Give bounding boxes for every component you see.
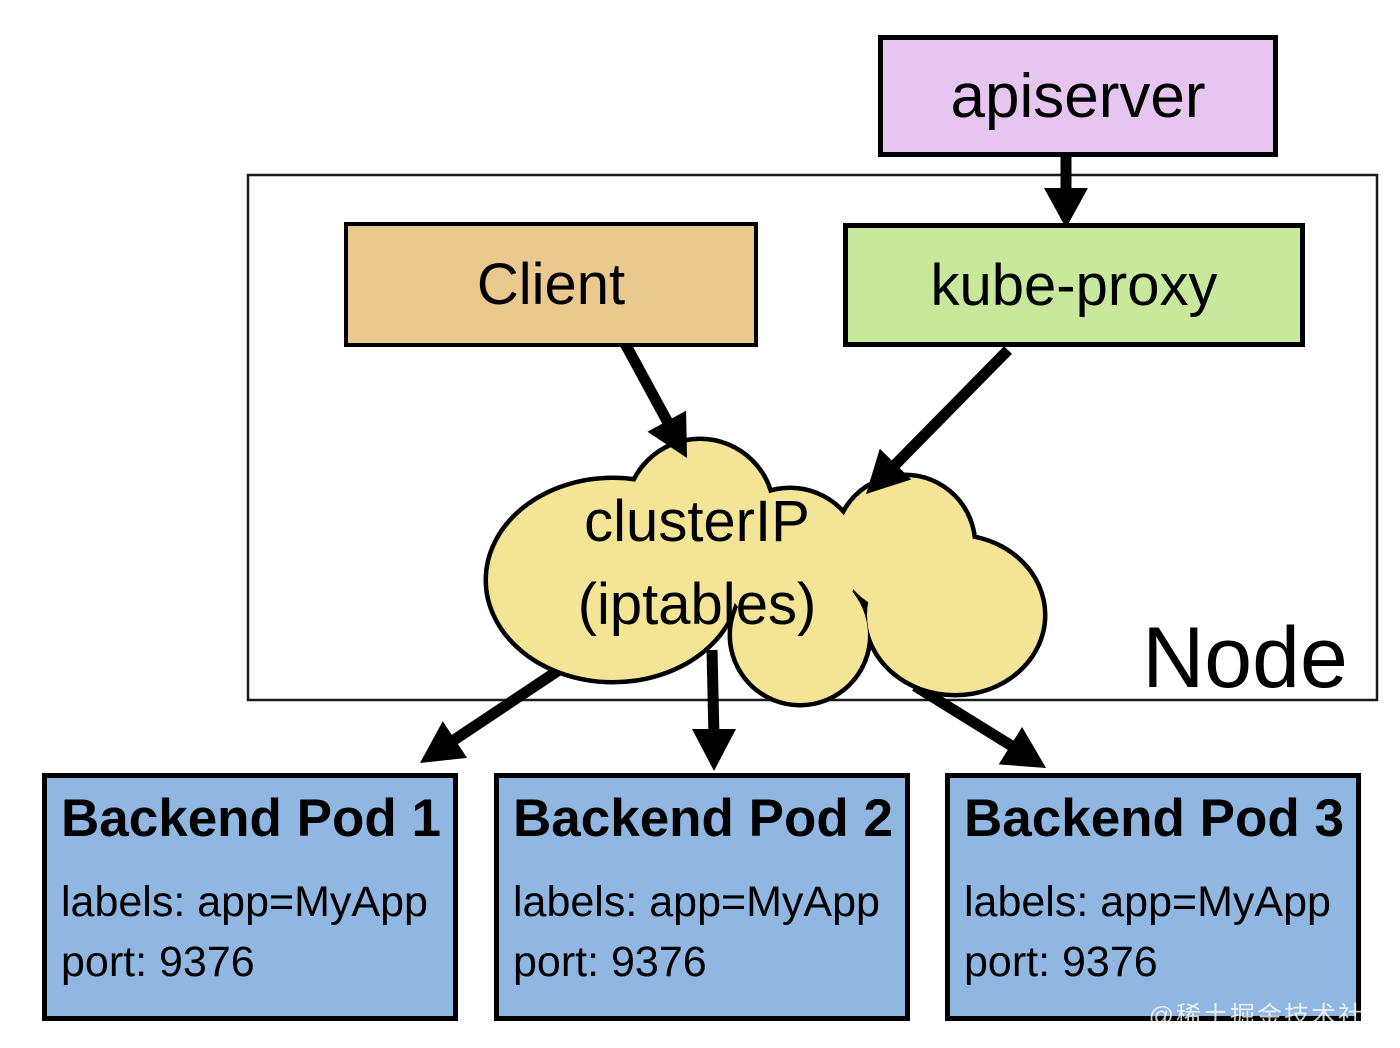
kube-proxy-label: kube-proxy	[930, 252, 1218, 318]
cluster-ip-line2: (iptables)	[577, 572, 817, 637]
kube-proxy-box: kube-proxy	[843, 223, 1305, 347]
backend-pod-2-details: labels: app=MyApp port: 9376	[513, 872, 905, 992]
cluster-ip-line1: clusterIP	[584, 489, 810, 554]
backend-pod-3-box: Backend Pod 3 labels: app=MyApp port: 93…	[945, 773, 1361, 1021]
cluster-ip-label: clusterIP (iptables)	[517, 480, 877, 646]
backend-pod-1-details: labels: app=MyApp port: 9376	[61, 872, 453, 992]
arrowhead-pod1	[420, 721, 468, 763]
arrow-kubeproxy-to-clusterip	[886, 346, 1012, 474]
arrow-client-to-clusterip	[617, 335, 677, 433]
backend-pod-1-labels: labels: app=MyApp	[61, 878, 428, 926]
node-label: Node	[1142, 610, 1348, 706]
backend-pod-3-title: Backend Pod 3	[964, 789, 1344, 848]
apiserver-box: apiserver	[878, 35, 1278, 157]
arrows-into-cloud	[617, 153, 1088, 494]
arrows-cloud-to-pods	[420, 643, 1046, 771]
arrowhead-pod2	[692, 729, 736, 771]
backend-pod-3-labels: labels: app=MyApp	[964, 878, 1331, 926]
backend-pod-1-port: port: 9376	[61, 938, 255, 986]
arrowhead-kubeproxy-cloud	[866, 448, 912, 494]
backend-pod-3-port: port: 9376	[964, 938, 1158, 986]
cluster-ip-cloud	[483, 436, 1048, 708]
backend-pod-1-box: Backend Pod 1 labels: app=MyApp port: 93…	[42, 773, 458, 1021]
backend-pod-2-title: Backend Pod 2	[513, 789, 893, 848]
backend-pod-1-title: Backend Pod 1	[61, 789, 441, 848]
apiserver-label: apiserver	[950, 61, 1206, 131]
arrowhead-kubeproxy	[1044, 188, 1088, 228]
arrow-clusterip-to-pod3	[912, 681, 1018, 753]
arrow-clusterip-to-pod2	[706, 649, 720, 738]
arrowhead-pod3	[998, 727, 1046, 768]
watermark-text: @稀土掘金技术社区	[1148, 1002, 1392, 1030]
cloud-fill	[488, 441, 1043, 703]
backend-pod-2-labels: labels: app=MyApp	[513, 878, 880, 926]
arrowhead-client-cloud	[647, 410, 687, 458]
backend-pod-3-details: labels: app=MyApp port: 9376	[964, 872, 1356, 992]
client-box: Client	[344, 222, 758, 347]
client-label: Client	[476, 252, 626, 317]
backend-pod-2-box: Backend Pod 2 labels: app=MyApp port: 93…	[494, 773, 910, 1021]
backend-pod-2-port: port: 9376	[513, 938, 707, 986]
